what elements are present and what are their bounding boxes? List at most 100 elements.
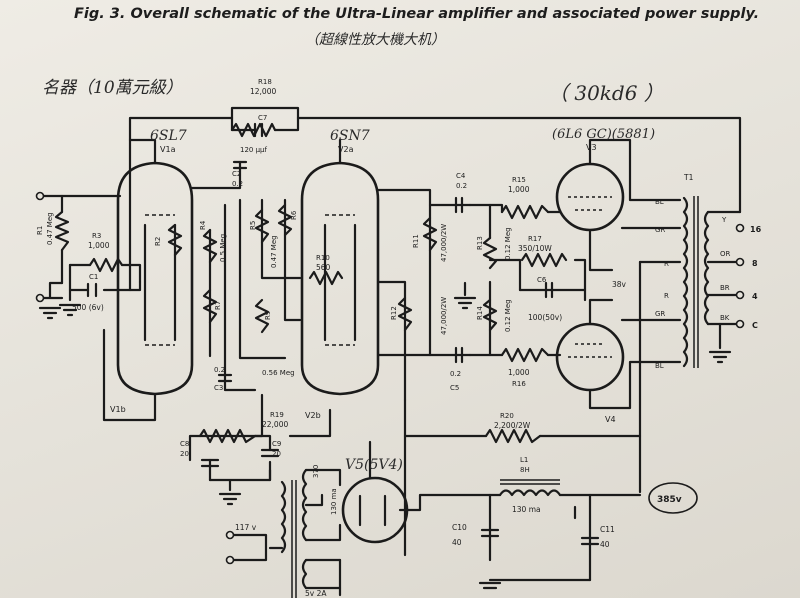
r1-value: 0.47 Meg (46, 212, 54, 245)
r12-label: R12 (390, 306, 398, 320)
tube-v2a-label: V2a (338, 145, 354, 154)
tap-bl-bottom: BL (655, 362, 664, 370)
r4-resistor (202, 228, 218, 264)
r11-value: 47,000/2W (440, 224, 448, 262)
tap-bk: BK (720, 314, 730, 322)
tap-r-2: R (664, 292, 669, 300)
c9-label: C9 (272, 440, 281, 448)
l1-choke (498, 489, 562, 497)
r11-resistor (422, 216, 438, 252)
c3-capacitor (217, 373, 233, 383)
r4-value: 0.5 Meg (219, 234, 227, 262)
r7-resistor (202, 288, 218, 324)
c6-capacitor (544, 281, 554, 299)
c5-label: C5 (450, 384, 459, 392)
l1-label: L1 (520, 456, 528, 464)
r18-value: 12,000 (250, 87, 276, 96)
output-terminals (35, 191, 745, 565)
tap-gr-bottom: GR (655, 310, 665, 318)
c7-capacitor (253, 122, 264, 138)
handwritten-note-left: 名器（10萬元級） (42, 78, 183, 98)
r20-label: R20 (500, 412, 514, 420)
c5-value: 0.2 (450, 370, 461, 378)
r19-resistor (198, 428, 257, 444)
r20-value: 2,200/2W (494, 421, 531, 430)
c1-capacitor (86, 282, 98, 298)
tap-r-1: R (664, 260, 669, 268)
c3-label: C3 (214, 384, 223, 392)
c10-label: C10 (452, 523, 467, 532)
r7-label: R7 (214, 301, 222, 310)
r9-resistor (254, 298, 270, 334)
tube-v5-label: V5(5V4) (345, 457, 403, 473)
figure-caption-chinese: （超線性放大機大机） (305, 32, 445, 48)
handwritten-note-right: （ 30kd6 ） (548, 81, 664, 105)
c1-value: 500 (6v) (72, 303, 104, 312)
r10-label: R10 (316, 254, 330, 262)
r6-label: R6 (290, 210, 298, 220)
r14-label: R14 (476, 306, 484, 320)
r3-label: R3 (92, 232, 101, 240)
capacitors (86, 122, 600, 546)
tap-y: Y (721, 216, 727, 224)
r20-resistor (484, 428, 542, 444)
tap-bl-top-label: BL (655, 198, 664, 206)
output-common: C (752, 321, 758, 330)
c4-label: C4 (456, 172, 466, 180)
c7-label: C7 (258, 114, 267, 122)
c8-value: 20 (180, 450, 189, 458)
c9-capacitor (260, 448, 280, 458)
output-8-ohm: 8 (752, 259, 758, 268)
wiring (38, 106, 742, 598)
r18-label: R18 (258, 78, 272, 86)
c6-value: 100(50v) (528, 313, 562, 322)
c3-value: 0.2 (214, 366, 225, 374)
r15-label: R15 (512, 176, 526, 184)
r2-label: R2 (154, 237, 162, 246)
tube-v4-label: V4 (605, 415, 616, 424)
r19-value: 22,000 (262, 420, 288, 429)
tap-gr-top: GR (655, 226, 665, 234)
filament-5v-2a: 5v 2A (305, 589, 327, 598)
tube-v3-label: V3 (586, 143, 597, 152)
r13-label: R13 (476, 236, 484, 250)
resistors (54, 122, 568, 444)
r5-value: 0.47 Meg (270, 235, 278, 268)
c5-capacitor (454, 346, 464, 364)
c1-label: C1 (89, 273, 98, 281)
tube-v1a-label: V1a (160, 145, 176, 154)
output-16-ohm: 16 (750, 225, 762, 234)
r14-resistor (482, 298, 498, 332)
r13-resistor (482, 236, 498, 270)
r17-resistor (520, 252, 568, 268)
tube-v1-type: 6SL7 (150, 128, 187, 144)
r1-resistor (54, 210, 70, 252)
c11-capacitor (580, 536, 600, 546)
c2-value: 0.2 (232, 180, 243, 188)
tube-v2b-label: V2b (305, 411, 321, 420)
voltage-38v: 38v (612, 280, 627, 289)
figure-caption: Fig. 3. Overall schematic of the Ultra-L… (74, 6, 759, 22)
r15-resistor (500, 204, 550, 220)
c6-label: C6 (537, 276, 547, 284)
t1-label: T1 (683, 173, 694, 182)
l1-inductance: 8H (520, 466, 530, 474)
r8-value: 0.56 Meg (262, 369, 295, 377)
tap-br: BR (720, 284, 730, 292)
r1-label: R1 (36, 226, 44, 235)
ht-winding-370: 370 (312, 465, 320, 478)
c2-label: C2 (232, 170, 241, 178)
c4-capacitor (454, 196, 464, 214)
r19-label: R19 (270, 411, 284, 419)
tube-v3v4-type: (6L6 GC)(5881) (552, 127, 655, 142)
l1-current: 130 ma (512, 505, 541, 514)
r6-resistor (277, 203, 293, 237)
r4-label: R4 (199, 220, 207, 230)
r5-label: R5 (249, 221, 257, 230)
mains-117v-label: 117 v (235, 523, 257, 532)
r15-value: 1,000 (508, 185, 530, 194)
labels: 6SL7 V1a V1b 6SN7 V2a V2b (6L6 GC)(5881)… (36, 78, 762, 598)
r10-value: 560 (316, 263, 331, 272)
c4-value: 0.2 (456, 182, 467, 190)
